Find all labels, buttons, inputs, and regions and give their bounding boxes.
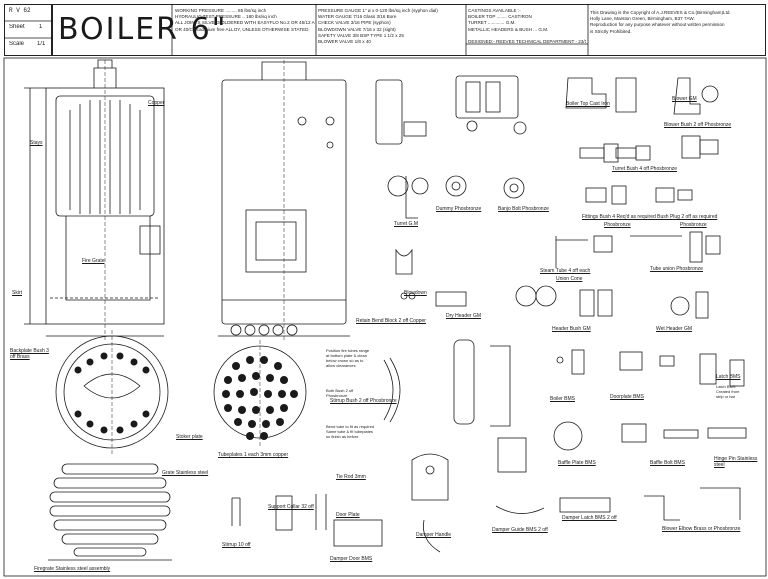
firebox-door-views <box>383 339 545 553</box>
spec-mid: PRESSURE GAUGE 1" ø x 0-120 lbs/sq inch … <box>318 8 438 45</box>
title-block-ref: R V 62 Sheet 1 Scale 1/1 <box>4 4 52 56</box>
copyright-note: This Drawing is the Copyright of A.J.REE… <box>590 10 731 34</box>
label-header-bush: Header Bush GM <box>552 326 591 332</box>
note-latch: Latch BMS Created from strip or bar <box>716 384 740 399</box>
label-copper: Copper <box>148 100 165 106</box>
tube-holes <box>74 352 298 440</box>
label-door-plate: Door Plate <box>336 512 360 518</box>
label-support-collar: Support Collar 32 off <box>268 504 314 510</box>
label-turret-gm: Turret G.M <box>394 221 418 227</box>
label-turret-bush: Turret Bush 4 off Phosbronze <box>612 166 678 172</box>
label-banjo-bolt: Banjo Bolt Phosbronze <box>498 206 549 212</box>
label-baffle-bolt: Baffle Bolt BMS <box>650 460 685 466</box>
scale-value: 1/1 <box>37 41 46 47</box>
label-boiler-bms: Boiler BMS <box>550 396 576 402</box>
note-fire-tube-2: Bend tube to fit as required Same tube &… <box>326 424 375 439</box>
note-fire-tube: Position fire tubes range at bottom plat… <box>326 348 370 368</box>
label-baffle-plate: Baffle Plate BMS <box>558 460 596 466</box>
label-damper-latch: Damper Latch BMS 2 off <box>562 515 617 521</box>
spec-left: WORKING PRESSURE ......... 85 lbs/sq inc… <box>175 8 315 32</box>
scale-label: Scale <box>9 41 25 47</box>
label-retain-bend: Retain Bend Block 2 off Copper <box>356 318 426 324</box>
small-parts <box>553 349 747 521</box>
label-backplate-bush: Backplate Bush 3 off Brass <box>10 348 49 360</box>
label-dry-header: Dry Header GM <box>446 313 482 319</box>
label-steam-tube: Steam Tube 4 off each <box>540 268 591 274</box>
label-fittings-bush: Fittings Bush 4 Req'd as required Bush P… <box>582 214 718 220</box>
label-stirrup: Stirrup 10 off <box>222 542 251 548</box>
label-phosbronze-b: Phosbronze <box>680 222 707 228</box>
label-firegrate: Firegrate Stainless steel assembly <box>34 566 111 572</box>
label-doorplate: Doorplate BMS <box>610 394 644 400</box>
sheet-value: 1 <box>39 24 43 30</box>
note-gm: Both Bush 2 off Phosbronze <box>326 388 354 398</box>
firegrate-assembly <box>48 463 172 561</box>
label-damper-door: Damper Door BMS <box>330 556 373 562</box>
label-damper-handle: Damper Handle <box>416 532 452 538</box>
label-tie-rod: Tie Rod 3mm <box>336 474 366 480</box>
steam-tubes-headers <box>400 231 721 319</box>
label-wet-header: Wet Header GM <box>656 326 693 332</box>
label-boiler-top: Boiler Top Cast Iron <box>566 101 610 107</box>
label-fire-grate: Fire Grate <box>82 258 105 264</box>
label-blower-gm: Blower GM <box>672 96 697 102</box>
label-union-cone: Union Cone <box>556 276 583 282</box>
label-dummy: Dummy Phosbronze <box>436 206 482 212</box>
label-grate: Grate Stainless steel <box>162 470 209 476</box>
label-damper-guide: Damper Guide BMS 2 off <box>492 527 548 533</box>
label-latch-bms: Latch BMS <box>716 374 741 380</box>
stirrups <box>231 494 383 547</box>
label-phosbronze-a: Phosbronze <box>604 222 631 228</box>
label-tube-union: Tube union Phosbronze <box>650 266 703 272</box>
drawing-number: R V 62 <box>9 7 31 14</box>
sheet-label: Sheet <box>9 24 25 30</box>
label-stoker-plate: Stoker plate <box>176 434 203 440</box>
boiler-section-view <box>24 59 165 337</box>
spec-right: CASTINGS AVAILABLE :- BOILER TOP .......… <box>468 8 586 45</box>
drawing-title: BOILER 6" <box>58 11 228 47</box>
label-blower-bush: Blower Bush 2 off Phosbronze <box>664 122 732 128</box>
tubeplate-side-views <box>230 324 298 336</box>
title-block-main <box>52 4 766 56</box>
label-stirrup-bush: Stirrup Bush 2 off Phosbronze <box>330 398 397 404</box>
label-blowdown: Blowdown <box>404 290 427 296</box>
label-hinge-pin: Hinge Pin Stainless steel <box>714 456 758 468</box>
label-stays: Stays <box>30 140 43 146</box>
turret-fittings <box>375 75 527 275</box>
label-blower-elbow: Blower Elbow Brass or Phosbronze <box>662 526 741 532</box>
boiler-top-casting <box>565 77 719 205</box>
label-skirt: Skirt <box>12 290 22 296</box>
label-tubeplates: Tubeplates 1 each 3mm copper <box>218 452 289 458</box>
